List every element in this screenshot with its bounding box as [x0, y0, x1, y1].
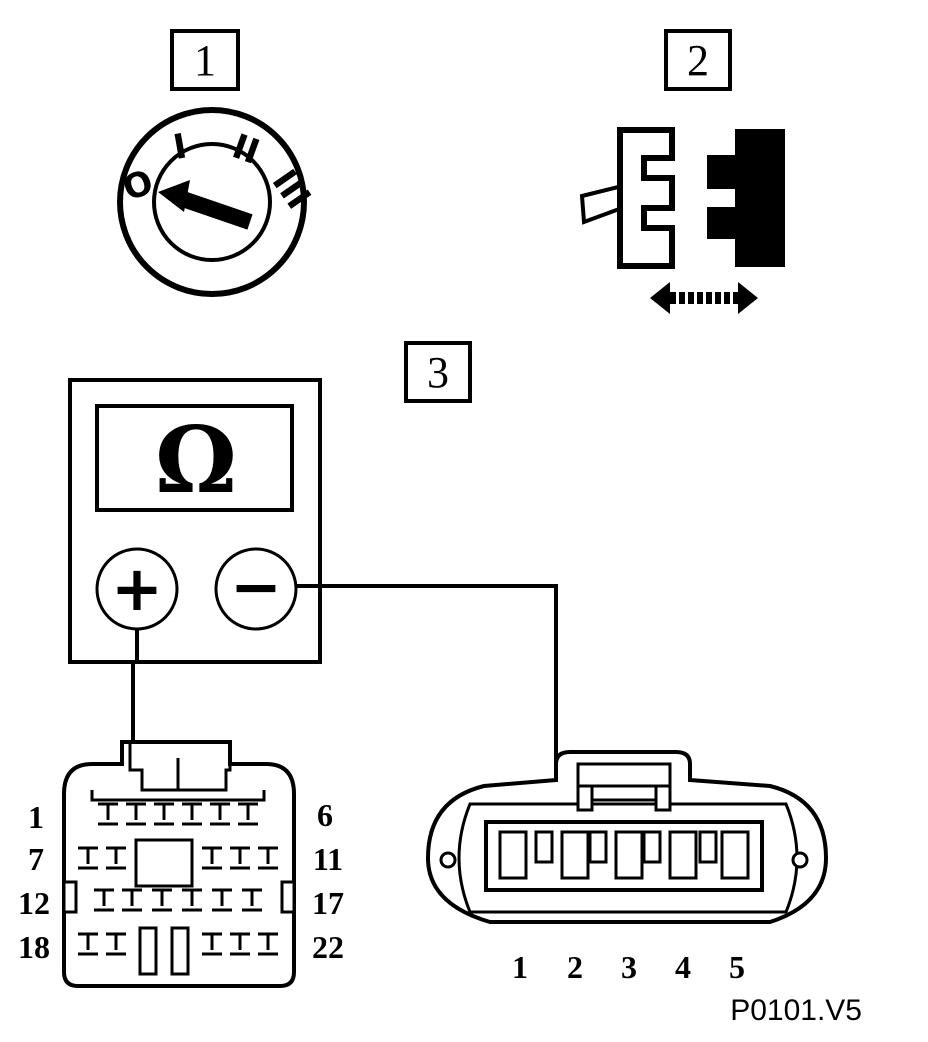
pin-label-17: 17: [312, 885, 344, 921]
connector-half-female: [617, 127, 675, 269]
pin-number-3: 3: [621, 949, 637, 985]
ohm-symbol: Ω: [155, 406, 237, 514]
step-1-label-box: 1: [170, 29, 240, 91]
pin-number-5: 5: [729, 949, 745, 985]
pin-label-11: 11: [313, 841, 343, 877]
negative-terminal: [214, 547, 298, 631]
connector-disconnect-illustration: [579, 127, 785, 314]
separate-arrow-icon: [650, 282, 758, 314]
step-2-label-box: 2: [664, 29, 732, 91]
pin-number-4: 4: [675, 949, 691, 985]
pin-label-6: 6: [317, 797, 333, 833]
negative-test-lead: [296, 584, 558, 840]
mount-hole-left: [439, 851, 457, 869]
pin-label-7: 7: [28, 841, 44, 877]
connector-22-terminals: [78, 802, 278, 956]
connector-half-male: [707, 129, 785, 267]
pin-label-1: 1: [28, 799, 44, 835]
step-3-number: 3: [427, 348, 449, 397]
pin-number-1: 1: [512, 949, 528, 985]
step-1-number: 1: [194, 36, 216, 85]
step-2-number: 2: [687, 36, 709, 85]
key-pointer: [177, 190, 253, 230]
ohmmeter: Ω + −: [68, 378, 322, 664]
figure-reference: P0101.V5: [730, 994, 862, 1027]
connector-22-pin: 1 7 12 18 6 11 17 22: [18, 740, 344, 988]
positive-terminal-sign: +: [111, 552, 163, 625]
positive-test-lead: [131, 629, 139, 808]
mount-hole-right: [791, 851, 809, 869]
test-leads: [131, 584, 558, 840]
ignition-switch: O I II III: [117, 107, 318, 297]
pin-label-18: 18: [18, 929, 50, 965]
connector-5-terminals: [498, 830, 750, 880]
connector-wire-tab: [579, 183, 624, 225]
negative-terminal-sign: −: [230, 550, 282, 623]
ohmmeter-display: [95, 404, 294, 512]
pin-number-2: 2: [567, 949, 583, 985]
pin-label-12: 12: [18, 885, 50, 921]
step-3-label-box: 3: [404, 341, 472, 403]
connector-5-pin: 1 2 3 4 5: [425, 750, 829, 985]
key-arrow-head: [158, 180, 190, 212]
pin-label-22: 22: [312, 929, 344, 965]
